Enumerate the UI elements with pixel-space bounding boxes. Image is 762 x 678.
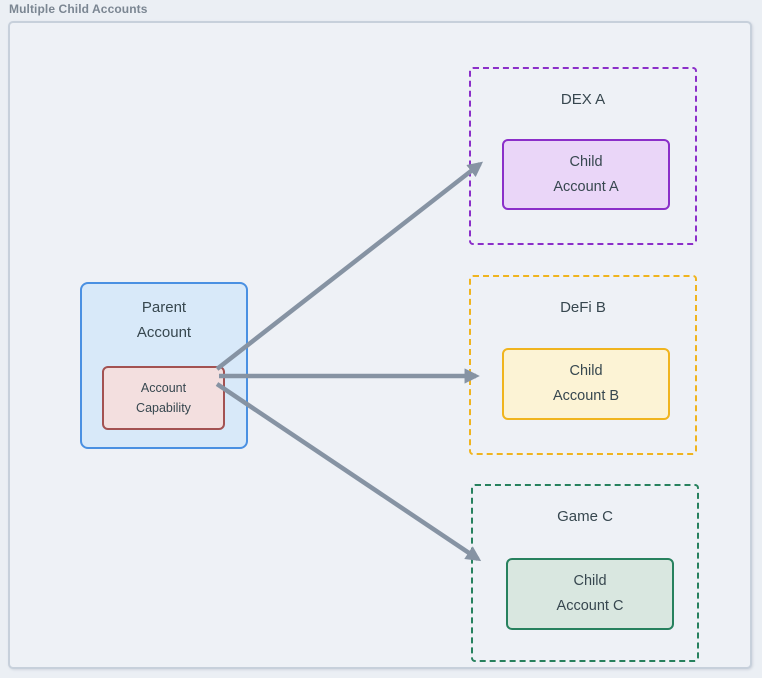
account-capability-box: Account Capability — [102, 366, 225, 430]
group-box-dex-a: DEX A Child Account A — [469, 67, 697, 245]
group-label-dex-a: DEX A — [560, 91, 606, 108]
child-account-c-label: Child Account C — [556, 573, 624, 614]
child-account-b-box: Child Account B — [502, 348, 670, 420]
diagram-container: Parent Account Account Capability DEX A … — [8, 21, 752, 669]
child-account-b-label: Child Account B — [552, 363, 620, 404]
parent-account-label: Parent Account — [136, 299, 192, 341]
child-account-a-label: Child Account A — [553, 153, 619, 195]
child-account-a-box: Child Account A — [502, 139, 670, 210]
diagram-title: Multiple Child Accounts — [9, 2, 148, 16]
group-label-game-c: Game C — [557, 508, 613, 525]
account-capability-label: Account Capability — [136, 381, 191, 415]
parent-account-box: Parent Account Account Capability — [80, 282, 248, 449]
group-box-game-c: Game C Child Account C — [471, 484, 699, 662]
group-label-defi-b: DeFi B — [560, 299, 606, 316]
child-account-c-box: Child Account C — [506, 558, 674, 630]
group-box-defi-b: DeFi B Child Account B — [469, 275, 697, 455]
